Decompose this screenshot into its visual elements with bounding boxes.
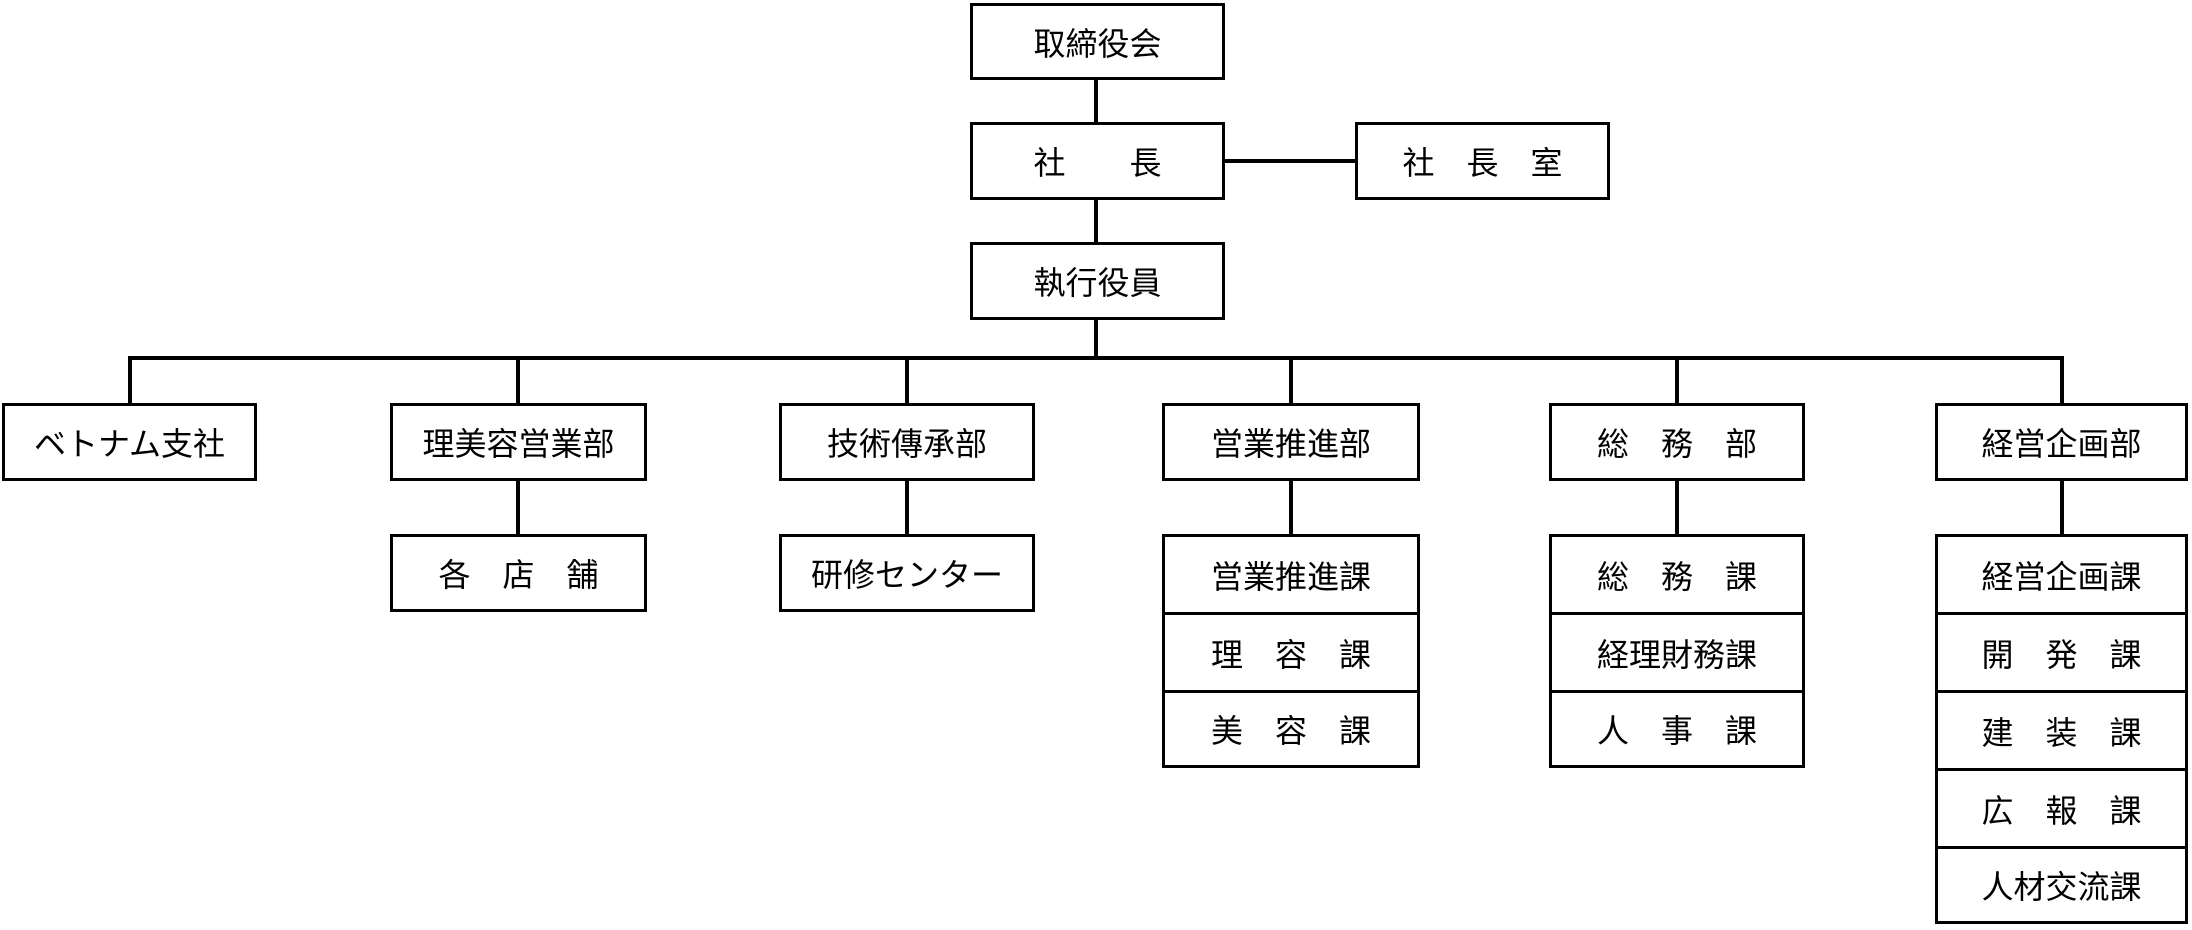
connector-sales-promotion-sections [1289, 479, 1293, 536]
org-node-accounting-finance-section: 経理財務課 [1549, 612, 1805, 693]
org-node-presidents-office-label: 社 長 室 [1402, 145, 1563, 181]
org-node-executive-officers-label: 執行役員 [1033, 265, 1162, 301]
connector-general-affairs-sections [1675, 479, 1679, 536]
org-node-general-affairs-section: 総 務 課 [1549, 534, 1805, 615]
org-node-general-affairs-dept: 総 務 部 [1549, 403, 1805, 481]
org-node-sales-promotion-dept: 営業推進部 [1162, 403, 1420, 481]
connector-drop-vietnam [128, 356, 132, 405]
org-node-corporate-planning-dept-label: 経営企画部 [1981, 426, 2142, 462]
org-node-board: 取締役会 [970, 3, 1225, 80]
org-node-construction-section: 建 装 課 [1935, 690, 2188, 771]
org-node-board-label: 取締役会 [1033, 25, 1162, 62]
org-node-pr-section-label: 広 報 課 [1981, 792, 2142, 829]
connector-executive-trunk [1094, 318, 1098, 360]
org-node-executive-officers: 執行役員 [970, 242, 1225, 320]
org-node-general-affairs-dept-label: 総 務 部 [1596, 426, 1757, 462]
connector-president-executive [1094, 198, 1098, 244]
connector-drop-corporate-planning [2060, 356, 2064, 405]
org-node-hr-section-label: 人 事 課 [1596, 713, 1757, 749]
connector-branch-rail [128, 356, 2064, 360]
org-node-beauty-sales-dept: 理美容営業部 [390, 403, 647, 481]
connector-beauty-sales-stores [516, 479, 520, 536]
org-node-corporate-planning-dept: 経営企画部 [1935, 403, 2188, 481]
org-node-sales-promotion-section: 営業推進課 [1162, 534, 1420, 615]
org-node-vietnam-branch: ベトナム支社 [2, 403, 257, 481]
org-node-vietnam-branch-label: ベトナム支社 [33, 426, 226, 462]
org-node-barber-section-label: 理 容 課 [1210, 636, 1371, 673]
org-node-general-affairs-section-label: 総 務 課 [1596, 558, 1757, 595]
connector-tech-training-center [905, 479, 909, 536]
org-node-personnel-exchange-section: 人材交流課 [1935, 846, 2188, 924]
connector-corporate-planning-sections [2060, 479, 2064, 536]
org-node-beauty-section: 美 容 課 [1162, 690, 1420, 768]
org-node-training-center: 研修センター [779, 534, 1035, 612]
org-node-presidents-office: 社 長 室 [1355, 122, 1610, 200]
org-node-construction-section-label: 建 装 課 [1981, 714, 2142, 751]
org-node-development-section: 開 発 課 [1935, 612, 2188, 693]
org-node-each-store: 各 店 舗 [390, 534, 647, 612]
org-node-training-center-label: 研修センター [810, 557, 1003, 593]
connector-drop-sales-promotion [1289, 356, 1293, 405]
org-node-tech-transmission-dept-label: 技術傳承部 [826, 426, 987, 462]
org-node-each-store-label: 各 店 舗 [438, 557, 599, 593]
org-node-beauty-section-label: 美 容 課 [1210, 713, 1371, 749]
org-node-barber-section: 理 容 課 [1162, 612, 1420, 693]
org-node-development-section-label: 開 発 課 [1981, 636, 2142, 673]
org-node-sales-promotion-section-label: 営業推進課 [1210, 558, 1371, 595]
org-node-accounting-finance-section-label: 経理財務課 [1596, 636, 1757, 673]
org-node-corporate-planning-section: 経営企画課 [1935, 534, 2188, 615]
connector-drop-tech-transmission [905, 356, 909, 405]
connector-drop-general-affairs [1675, 356, 1679, 405]
org-node-personnel-exchange-section-label: 人材交流課 [1981, 869, 2142, 905]
org-node-beauty-sales-dept-label: 理美容営業部 [422, 426, 615, 462]
org-node-president-label: 社 長 [1033, 145, 1162, 181]
org-node-tech-transmission-dept: 技術傳承部 [779, 403, 1035, 481]
org-node-pr-section: 広 報 課 [1935, 768, 2188, 849]
connector-board-president [1094, 78, 1098, 124]
org-node-corporate-planning-section-label: 経営企画課 [1981, 558, 2142, 595]
org-node-hr-section: 人 事 課 [1549, 690, 1805, 768]
org-node-sales-promotion-dept-label: 営業推進部 [1210, 426, 1371, 462]
connector-drop-beauty-sales [516, 356, 520, 405]
connector-president-office [1225, 159, 1355, 163]
org-node-president: 社 長 [970, 122, 1225, 200]
